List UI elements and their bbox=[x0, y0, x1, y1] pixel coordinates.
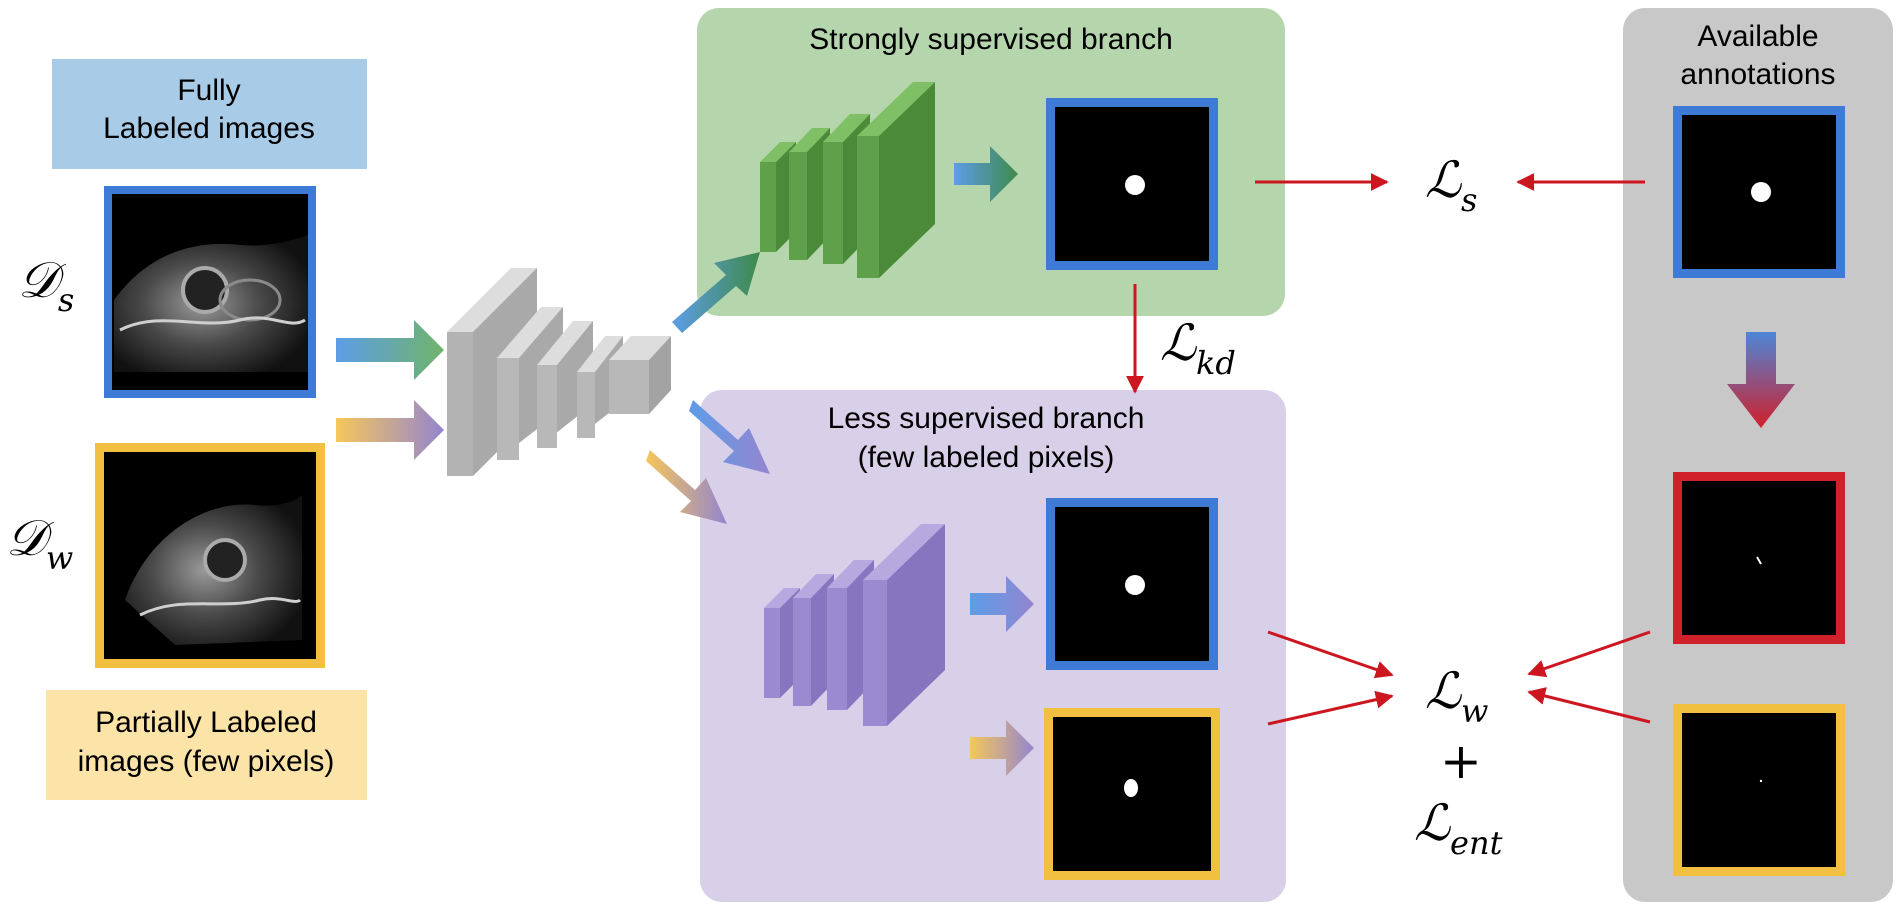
weak-output-arrow-blue bbox=[970, 576, 1034, 632]
dw-symbol: 𝒟w bbox=[6, 509, 73, 577]
strong-decoder-blocks bbox=[760, 82, 935, 278]
red-annotation-to-lw-arrow bbox=[1527, 630, 1651, 678]
loss-lent: ℒent bbox=[1414, 794, 1503, 862]
weak-prediction-mask-yellow bbox=[1044, 708, 1220, 880]
yellow-annotation-to-lw-arrow bbox=[1527, 687, 1651, 724]
partial-labeled-line2: images (few pixels) bbox=[78, 745, 335, 778]
fully-labeled-box bbox=[52, 59, 367, 169]
weak-decoder-blocks bbox=[764, 524, 945, 726]
encoder-to-strong-arrow bbox=[672, 252, 760, 333]
fully-labeled-line1: Fully bbox=[177, 74, 240, 107]
partial-labeled-box bbox=[46, 690, 367, 800]
partial-annotation-mask-red bbox=[1673, 472, 1845, 644]
encoder-to-weak-arrow-blue bbox=[689, 400, 770, 474]
weak-output-arrow-yellow bbox=[970, 720, 1034, 776]
loss-lkd: ℒkd bbox=[1160, 314, 1236, 382]
fully-labeled-line2: Labeled images bbox=[103, 112, 315, 145]
loss-lw: ℒw bbox=[1425, 662, 1488, 730]
dw-image bbox=[95, 443, 325, 668]
annotations-title-line1: Available bbox=[1697, 20, 1818, 53]
ds-input-arrow bbox=[336, 320, 444, 380]
weak-branch-title-line1: Less supervised branch bbox=[828, 402, 1145, 435]
strong-prediction-mask bbox=[1046, 98, 1218, 270]
encoder-blocks bbox=[447, 268, 671, 476]
ds-symbol: 𝒟s bbox=[18, 251, 74, 319]
weak-branch-title-line2: (few labeled pixels) bbox=[858, 441, 1115, 474]
strong-branch-title: Strongly supervised branch bbox=[809, 23, 1173, 56]
weak-yellow-to-lw-arrow bbox=[1267, 690, 1394, 726]
loss-ls: ℒs bbox=[1425, 151, 1477, 219]
loss-plus: + bbox=[1440, 732, 1482, 790]
weak-prediction-mask-blue bbox=[1046, 498, 1218, 670]
partial-annotation-mask-yellow bbox=[1673, 704, 1845, 876]
partial-labeled-line1: Partially Labeled bbox=[95, 706, 317, 739]
annotation-conversion-arrow bbox=[1727, 332, 1795, 428]
strong-output-arrow bbox=[954, 146, 1018, 202]
annotations-title-line2: annotations bbox=[1680, 58, 1835, 91]
dw-input-arrow bbox=[336, 400, 444, 460]
encoder-to-weak-arrow-yellow bbox=[646, 450, 727, 524]
ds-image bbox=[104, 186, 316, 398]
full-annotation-mask bbox=[1673, 106, 1845, 278]
weak-blue-to-lw-arrow bbox=[1267, 630, 1394, 679]
